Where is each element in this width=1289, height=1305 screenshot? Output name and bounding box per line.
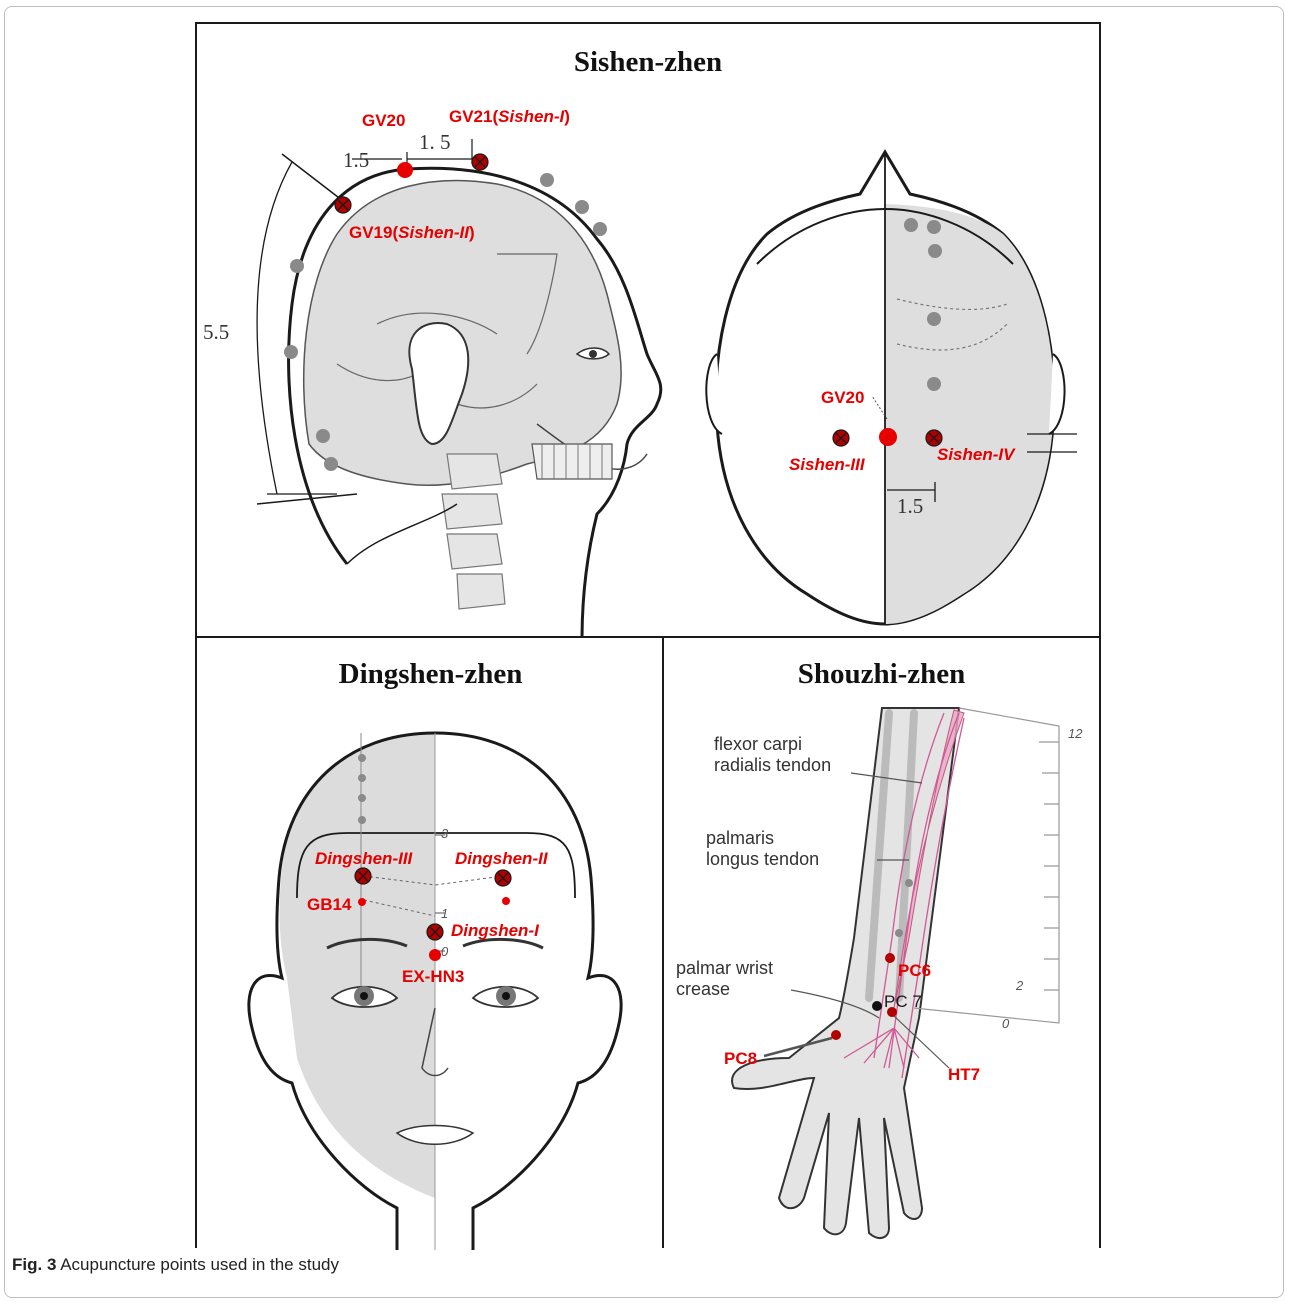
sishen-illustration xyxy=(197,24,1103,640)
point-gb14 xyxy=(358,898,366,906)
label-dingshen-iii: Dingshen-III xyxy=(315,850,412,867)
grey-marker xyxy=(358,816,366,824)
label-ex-hn3: EX-HN3 xyxy=(402,968,464,985)
grey-marker xyxy=(290,259,304,273)
point-pc6 xyxy=(885,953,895,963)
grey-marker xyxy=(904,218,918,232)
measure-1-5-b: 1. 5 xyxy=(419,132,451,153)
point-dingshen-iii xyxy=(355,868,371,884)
point-sishen-iii xyxy=(833,430,849,446)
grey-marker xyxy=(593,222,607,236)
shouzhi-illustration xyxy=(664,638,1103,1250)
caption-label: Fig. 3 xyxy=(12,1255,56,1274)
grey-marker xyxy=(358,794,366,802)
grey-marker xyxy=(927,220,941,234)
scale-1: 1 xyxy=(441,906,448,921)
measure-5-5: 5.5 xyxy=(203,322,229,343)
label-gb14: GB14 xyxy=(307,896,351,913)
panel-shouzhi-zhen: Shouzhi-zhen xyxy=(662,636,1101,1248)
scale-3: 3 xyxy=(441,826,448,841)
grey-marker xyxy=(927,377,941,391)
point-dingshen-i xyxy=(427,924,443,940)
point-sishen-iv xyxy=(926,430,942,446)
label-gv19: GV19(Sishen-II) xyxy=(349,224,475,241)
ruler-0: 0 xyxy=(1002,1016,1009,1031)
label-pc8: PC8 xyxy=(724,1050,757,1067)
grey-marker xyxy=(540,173,554,187)
grey-marker xyxy=(284,345,298,359)
dingshen-illustration xyxy=(197,638,666,1250)
label-gv21: GV21(Sishen-I) xyxy=(449,108,570,125)
label-pc6: PC6 xyxy=(898,962,931,979)
point-pc7 xyxy=(872,1001,882,1011)
label-sishen-iv: Sishen-IV xyxy=(937,446,1014,463)
label-ht7: HT7 xyxy=(948,1066,980,1083)
point-gv20-top xyxy=(879,428,897,446)
figure-caption: Fig. 3 Acupuncture points used in the st… xyxy=(12,1255,339,1275)
scale-0: 0 xyxy=(441,944,448,959)
grey-marker xyxy=(358,774,366,782)
point-ex-hn3 xyxy=(429,949,441,961)
label-dingshen-i: Dingshen-I xyxy=(451,922,539,939)
grey-marker xyxy=(575,200,589,214)
point-gv20-side xyxy=(397,162,413,178)
label-sishen-iii: Sishen-III xyxy=(789,456,865,473)
grey-marker xyxy=(927,312,941,326)
forearm-drawing xyxy=(732,708,1059,1238)
label-gv20-top: GV20 xyxy=(821,389,864,406)
label-pc7: PC 7 xyxy=(884,993,922,1010)
grey-marker xyxy=(905,879,913,887)
label-gv20-side: GV20 xyxy=(362,112,405,129)
grey-marker xyxy=(928,244,942,258)
grey-marker xyxy=(358,754,366,762)
ruler-2: 2 xyxy=(1016,978,1023,993)
panel-sishen-zhen: Sishen-zhen xyxy=(195,22,1101,638)
measure-1-5-top: 1.5 xyxy=(897,496,923,517)
grey-marker xyxy=(895,929,903,937)
point-gv19-side xyxy=(335,197,351,213)
front-face-drawing xyxy=(249,733,621,1250)
point-gb14-right xyxy=(502,897,510,905)
point-pc8 xyxy=(831,1030,841,1040)
grey-marker xyxy=(324,457,338,471)
caption-text: Acupuncture points used in the study xyxy=(60,1255,339,1274)
top-head-drawing xyxy=(706,152,1077,624)
point-dingshen-ii xyxy=(495,870,511,886)
point-gv21-side xyxy=(472,154,488,170)
measure-1-5-a: 1.5 xyxy=(343,150,369,171)
panel-dingshen-zhen: Dingshen-zhen xyxy=(195,636,664,1248)
ruler-12: 12 xyxy=(1068,726,1082,741)
grey-marker xyxy=(316,429,330,443)
label-dingshen-ii: Dingshen-II xyxy=(455,850,548,867)
